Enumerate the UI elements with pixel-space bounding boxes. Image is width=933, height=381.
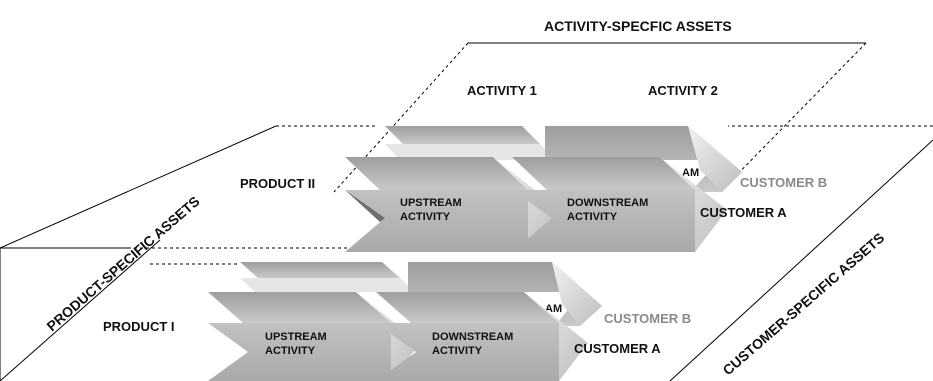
downstream-block-product-ii: DOWNSTREAM ACTIVITY — [512, 157, 727, 252]
activity-assets-plane — [333, 42, 867, 193]
upstream-block-back — [385, 126, 555, 160]
downstream-label-line2-product-i: ACTIVITY — [432, 345, 483, 357]
downstream-block-product-i: DOWNSTREAM ACTIVITY — [376, 292, 588, 381]
product-assets-plane — [0, 125, 378, 381]
activity-assets-title: ACTIVITY-SPECFIC ASSETS — [544, 18, 732, 34]
downstream-label-line2: ACTIVITY — [567, 211, 618, 223]
product-assets-title: PRODUCT-SPECIFIC ASSETS — [43, 193, 202, 334]
product-plane-upper-edge — [0, 125, 277, 249]
upstream-label-line1: UPSTREAM — [400, 197, 462, 209]
product-i-customer-b-row: AM — [240, 262, 602, 326]
activity-1-label: ACTIVITY 1 — [467, 83, 537, 98]
upstream-label-line1-product-i: UPSTREAM — [265, 331, 327, 343]
product-ii-label: PRODUCT II — [240, 176, 315, 191]
customer-b-label-bottom: CUSTOMER B — [604, 311, 691, 326]
activity-2-label: ACTIVITY 2 — [648, 83, 718, 98]
back-block-fragment-text: AM — [682, 167, 699, 179]
product-i-label: PRODUCT I — [103, 319, 175, 334]
downstream-block-back-product-i: AM — [408, 262, 602, 326]
downstream-label-line1: DOWNSTREAM — [567, 197, 648, 209]
downstream-label-line1-product-i: DOWNSTREAM — [432, 331, 513, 343]
customer-a-label-top: CUSTOMER A — [700, 205, 787, 220]
upstream-block-product-i: UPSTREAM ACTIVITY — [208, 292, 420, 381]
activity-plane-right-edge — [719, 42, 867, 193]
product-plane-lower-edge — [0, 239, 161, 381]
customer-plane-diagonal — [669, 139, 933, 381]
customer-assets-plane — [669, 125, 933, 381]
product-ii-customer-a-row: UPSTREAM ACTIVITY DOWNSTREAM ACTIVITY — [345, 157, 727, 252]
product-i-customer-a-row: UPSTREAM ACTIVITY DOWNSTREAM ACTIVITY — [208, 292, 588, 381]
customer-assets-title: CUSTOMER-SPECIFIC ASSETS — [719, 229, 887, 378]
upstream-label-line2: ACTIVITY — [400, 211, 451, 223]
customer-b-label-top: CUSTOMER B — [740, 175, 827, 190]
customer-a-label-bottom: CUSTOMER A — [574, 341, 661, 356]
upstream-block-back-product-i — [240, 262, 415, 292]
upstream-label-line2-product-i: ACTIVITY — [265, 345, 316, 357]
back-block-fragment-text-product-i: AM — [545, 303, 562, 315]
